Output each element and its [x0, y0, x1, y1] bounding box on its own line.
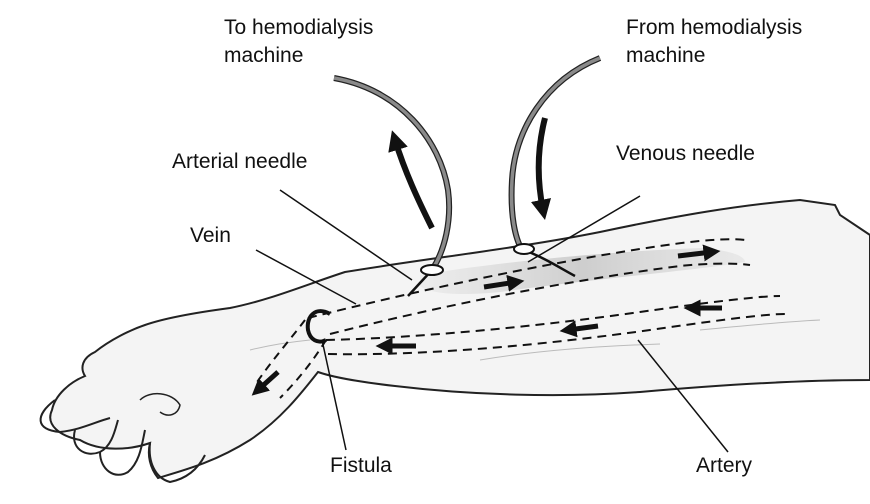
arterial-tube: [334, 78, 449, 270]
label-from-machine-line2: machine: [626, 42, 802, 70]
label-from-machine-line1: From hemodialysis: [626, 14, 802, 42]
label-to-machine-line1: To hemodialysis: [224, 14, 373, 42]
label-to-machine-line2: machine: [224, 42, 373, 70]
label-vein: Vein: [190, 222, 231, 250]
label-fistula: Fistula: [330, 452, 392, 480]
flow-arrow-from-machine: [539, 118, 545, 210]
label-venous-needle: Venous needle: [616, 140, 755, 168]
label-arterial-needle: Arterial needle: [172, 148, 307, 176]
label-from-machine: From hemodialysis machine: [626, 14, 802, 70]
label-artery: Artery: [696, 452, 752, 480]
label-to-machine: To hemodialysis machine: [224, 14, 373, 70]
flow-arrow-to-machine: [395, 140, 432, 228]
arm-outline: [41, 200, 870, 482]
